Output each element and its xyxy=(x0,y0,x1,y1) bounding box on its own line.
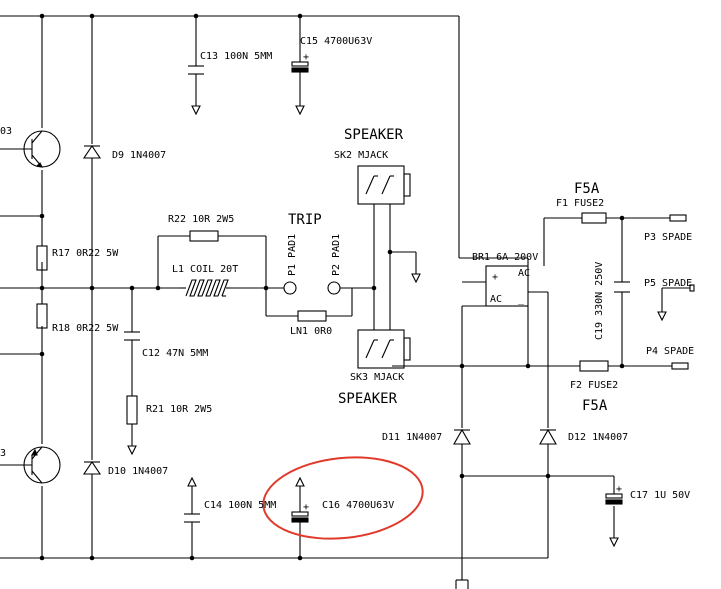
label-p5: P5 SPADE xyxy=(644,278,692,289)
label-r18: R18 0R22 5W xyxy=(52,323,119,334)
bridge-br1 xyxy=(485,265,529,307)
label-c16: C16 4700U63V xyxy=(322,500,394,511)
label-bridge-plus: + xyxy=(492,272,498,283)
label-d12: D12 1N4007 xyxy=(568,432,628,443)
plus-c15: + xyxy=(303,52,309,63)
jack-sk2 xyxy=(357,165,411,205)
ground-symbols xyxy=(127,105,667,548)
diode-d9 xyxy=(82,145,102,159)
label-br1: BR1 6A 200V xyxy=(472,252,538,263)
label-f5a-bot: F5A xyxy=(582,398,608,414)
diode-d12 xyxy=(539,428,557,445)
diode-d10 xyxy=(82,461,102,475)
capacitor-c19 xyxy=(614,281,630,293)
label-r17: R17 0R22 5W xyxy=(52,248,119,259)
label-l1: L1 COIL 20T xyxy=(172,264,238,275)
label-r22: R22 10R 2W5 xyxy=(168,214,234,225)
junction-dots xyxy=(39,13,625,561)
plus-c17: + xyxy=(616,484,622,495)
label-sk2: SK2 MJACK xyxy=(334,150,388,161)
label-trip: TRIP xyxy=(288,212,322,228)
label-d10: D10 1N4007 xyxy=(108,466,168,477)
transistor-bottom xyxy=(0,446,61,484)
jack-sk3 xyxy=(357,329,411,369)
pad-p1 xyxy=(283,281,297,295)
resistor-r17 xyxy=(36,245,48,271)
label-speaker-top: SPEAKER xyxy=(344,127,404,143)
label-c14: C14 100N 5MM xyxy=(204,500,276,511)
spade-terminals xyxy=(669,214,695,370)
label-ln1: LN1 0R0 xyxy=(290,326,332,337)
label-f2: F2 FUSE2 xyxy=(570,380,618,391)
capacitor-c13 xyxy=(188,65,204,75)
label-r21: R21 10R 2W5 xyxy=(146,404,212,415)
label-p1: P1 PAD1 xyxy=(287,234,298,276)
label-ac-top: AC xyxy=(518,268,530,279)
fuse-f1 xyxy=(581,212,607,224)
diode-d11 xyxy=(453,428,471,445)
label-c12: C12 47N 5MM xyxy=(142,348,208,359)
label-c17: C17 1U 50V xyxy=(630,490,690,501)
label-q-top: 03 xyxy=(0,126,12,137)
plus-c16: + xyxy=(303,502,309,513)
label-sk3: SK3 MJACK xyxy=(350,372,404,383)
label-p3: P3 SPADE xyxy=(644,232,692,243)
resistor-r21 xyxy=(126,395,138,425)
label-q-bot: 3 xyxy=(0,448,6,459)
label-p4: P4 SPADE xyxy=(646,346,694,357)
label-c15: C15 4700U63V xyxy=(300,36,372,47)
resistor-r18 xyxy=(36,303,48,329)
capacitor-c16 xyxy=(291,511,309,523)
capacitor-c14 xyxy=(184,513,200,523)
capacitor-c12 xyxy=(124,331,140,341)
label-c13: C13 100N 5MM xyxy=(200,51,272,62)
label-bridge-minus: _ xyxy=(518,294,525,305)
fuse-f2 xyxy=(579,360,609,372)
label-p2: P2 PAD1 xyxy=(331,234,342,276)
capacitor-c17 xyxy=(605,493,623,505)
label-f5a-top: F5A xyxy=(574,181,600,197)
label-d9: D9 1N4007 xyxy=(112,150,166,161)
capacitor-c15 xyxy=(291,61,309,73)
label-c19: C19 330N 250V xyxy=(594,262,605,340)
highlight-ellipse xyxy=(262,456,424,540)
coil-l1 xyxy=(180,279,230,297)
label-bridge-ac: AC xyxy=(490,294,502,305)
transistor-top xyxy=(0,130,61,168)
label-speaker-bot: SPEAKER xyxy=(338,391,398,407)
pad-p2 xyxy=(327,281,341,295)
label-d11: D11 1N4007 xyxy=(382,432,442,443)
link-ln1 xyxy=(297,310,327,322)
resistor-r22 xyxy=(189,230,219,242)
label-f1: F1 FUSE2 xyxy=(556,198,604,209)
